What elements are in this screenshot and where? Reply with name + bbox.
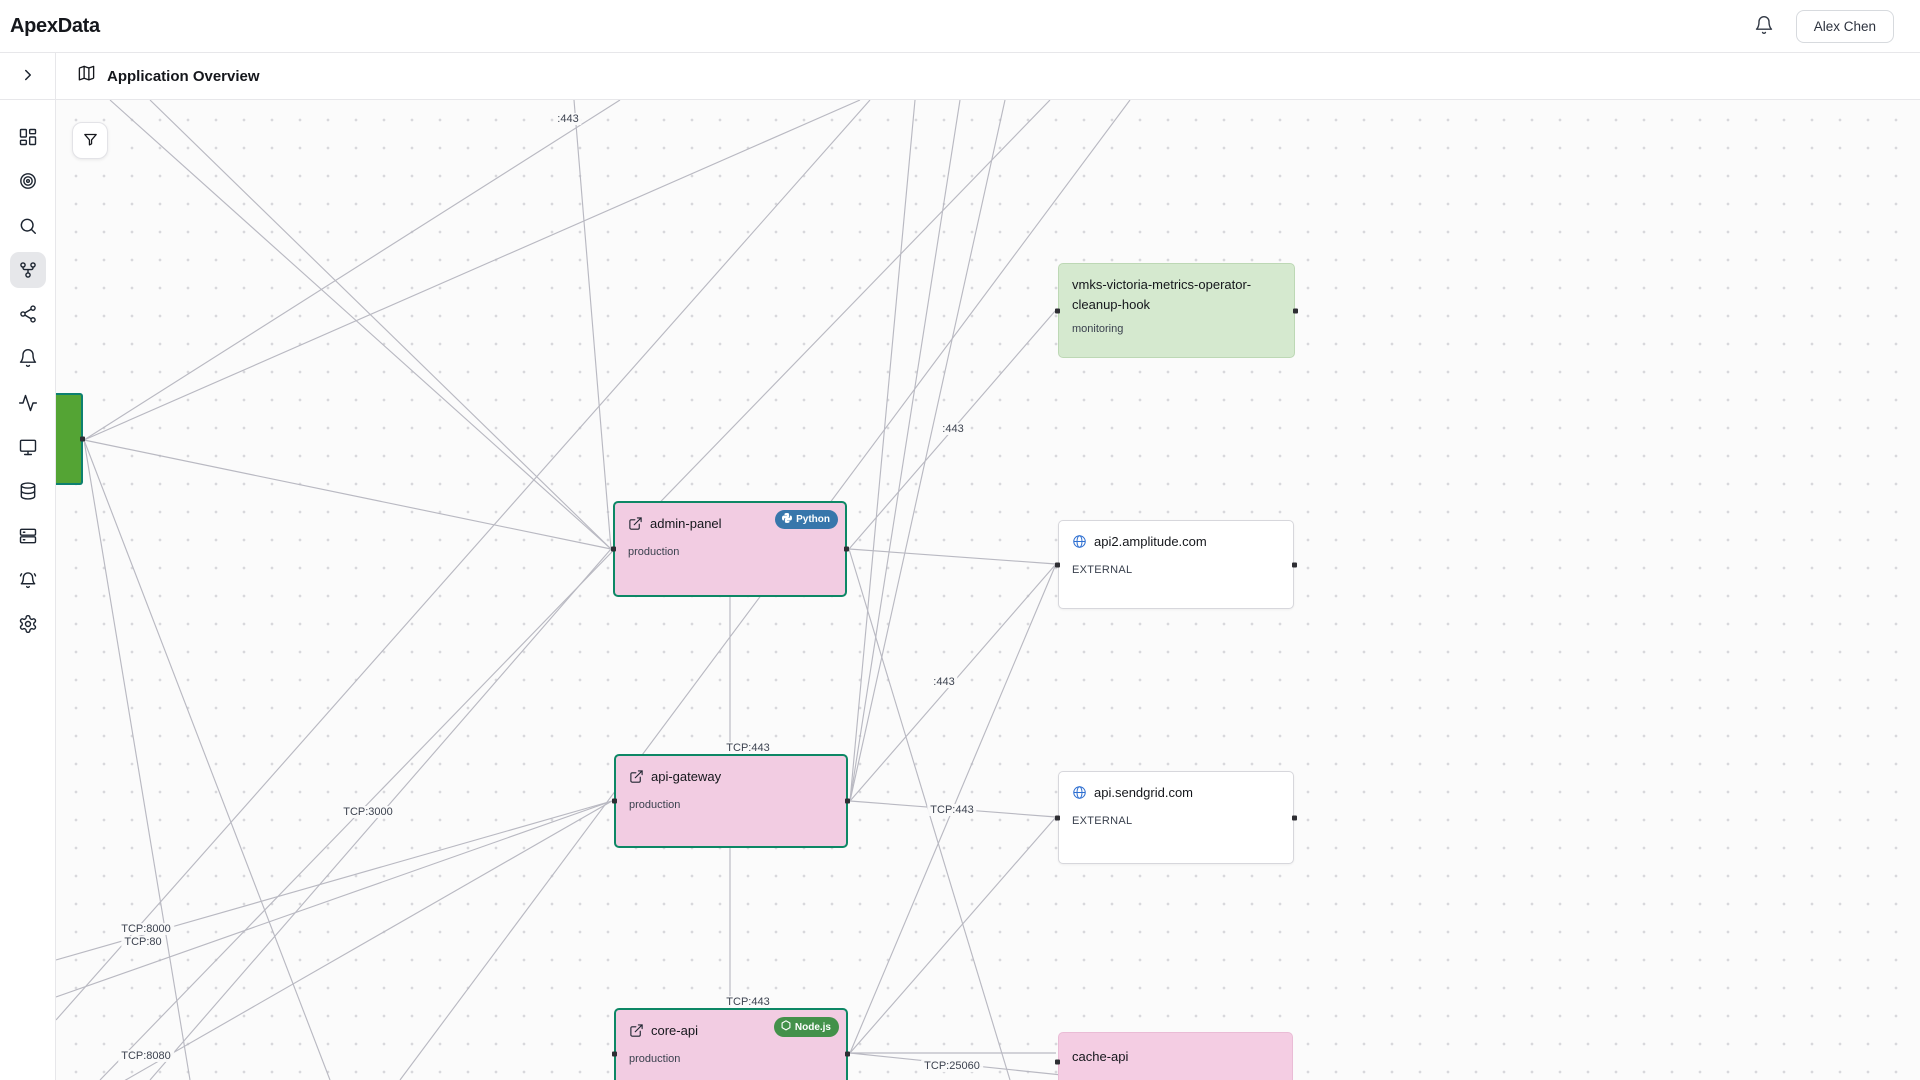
connection-handle <box>1055 815 1060 820</box>
node-type-label: EXTERNAL <box>1072 814 1133 827</box>
globe-icon <box>1072 532 1087 555</box>
badge-label: Node.js <box>794 1021 831 1033</box>
language-badge: Node.js <box>773 1017 839 1037</box>
edge-label: TCP:25060 <box>921 1060 983 1072</box>
page-title: Application Overview <box>107 67 260 85</box>
connection-handle <box>1292 562 1297 567</box>
edge-label: :443 <box>939 423 967 435</box>
sidebar-item-activity[interactable] <box>10 385 46 421</box>
node-partial-green[interactable] <box>56 393 85 485</box>
sidebar-item-topology[interactable] <box>9 251 46 288</box>
database-icon <box>18 481 38 501</box>
connection-handle <box>1292 815 1297 820</box>
top-bar: ApexData Alex Chen <box>0 0 1920 53</box>
edge-label: TCP:443 <box>723 742 773 754</box>
language-badge: Python <box>775 510 838 529</box>
node-namespace: production <box>629 1052 681 1065</box>
node-vmks-victoria-metrics[interactable]: vmks-victoria-metrics-operator-cleanup-h… <box>1055 263 1298 358</box>
globe-icon <box>1072 783 1087 806</box>
sidebar-item-search[interactable] <box>10 208 46 244</box>
sidebar-item-alerts[interactable] <box>10 562 46 598</box>
topology-icon <box>18 260 38 280</box>
node-title: vmks-victoria-metrics-operator-cleanup-h… <box>1072 277 1252 312</box>
node-api-gateway[interactable]: api-gateway production <box>612 754 850 848</box>
node-api-sendgrid[interactable]: api.sendgrid.com EXTERNAL <box>1055 771 1297 864</box>
app-logo: ApexData <box>10 14 100 37</box>
connection-handle <box>1055 308 1060 313</box>
node-title: core-api <box>651 1023 698 1038</box>
node-namespace: production <box>628 545 680 558</box>
node-title: api2.amplitude.com <box>1094 534 1207 549</box>
node-title: api.sendgrid.com <box>1094 785 1193 800</box>
sidebar-item-monitor[interactable] <box>10 429 46 465</box>
bell-icon <box>1754 15 1774 38</box>
sidebar-item-target[interactable] <box>10 163 46 199</box>
dashboard-grid-icon <box>18 127 38 147</box>
connection-handle <box>80 436 85 442</box>
expand-sidebar-button[interactable] <box>17 64 39 89</box>
connection-handle <box>611 546 616 552</box>
monitor-icon <box>18 437 38 457</box>
server-icon <box>18 526 38 546</box>
page-header: Application Overview <box>0 53 1920 100</box>
left-sidebar <box>0 100 56 1080</box>
edge-label: TCP:443 <box>723 996 773 1008</box>
edge-label: TCP:8080 <box>118 1050 174 1062</box>
gear-icon <box>18 614 38 634</box>
sidebar-item-database[interactable] <box>10 473 46 509</box>
sidebar-collapse-cell <box>0 53 56 99</box>
edge-label: TCP:8000 <box>118 923 174 935</box>
external-link-icon <box>629 767 644 790</box>
connection-handle <box>1055 1059 1060 1065</box>
connection-handle <box>844 546 849 552</box>
connection-handle <box>612 798 617 804</box>
connection-handle <box>1055 562 1060 567</box>
sidebar-item-service-map[interactable] <box>10 296 46 332</box>
target-icon <box>18 171 38 191</box>
edge-label: TCP:80 <box>121 936 165 948</box>
bell-icon <box>18 348 38 368</box>
sidebar-item-settings[interactable] <box>10 606 46 642</box>
sidebar-item-server[interactable] <box>10 518 46 554</box>
search-icon <box>18 216 38 236</box>
edge-label: TCP:3000 <box>340 806 396 818</box>
connection-handle <box>845 1051 850 1057</box>
map-icon <box>77 64 96 88</box>
edges-layer <box>56 100 1131 1080</box>
node-namespace: monitoring <box>1072 323 1124 335</box>
notifications-button[interactable] <box>1750 11 1778 42</box>
python-icon <box>782 513 793 526</box>
sidebar-item-notifications[interactable] <box>10 340 46 376</box>
bell-ring-icon <box>18 570 38 590</box>
edge-label: TCP:443 <box>927 804 977 816</box>
edge-label: :443 <box>930 676 958 688</box>
user-menu-button[interactable]: Alex Chen <box>1795 9 1894 43</box>
badge-label: Python <box>796 514 830 525</box>
external-link-icon <box>628 514 643 537</box>
view-head: Application Overview <box>77 53 260 99</box>
node-title: api-gateway <box>651 769 722 784</box>
filter-button[interactable] <box>72 122 108 159</box>
node-type-label: EXTERNAL <box>1072 563 1133 576</box>
node-title: cache-api <box>1072 1049 1129 1064</box>
sidebar-item-dashboard[interactable] <box>10 119 46 155</box>
chevron-right-icon <box>19 66 37 87</box>
connection-handle <box>1293 308 1298 313</box>
connection-handle <box>845 798 850 804</box>
funnel-icon <box>82 131 99 151</box>
connection-handle <box>612 1051 617 1057</box>
node-cache-api[interactable]: cache-api <box>1055 1032 1293 1080</box>
node-namespace: production <box>629 798 681 811</box>
top-bar-actions: Alex Chen <box>1750 9 1894 43</box>
external-link-icon <box>629 1021 644 1044</box>
activity-pulse-icon <box>18 393 38 413</box>
edge-label: :443 <box>554 113 582 125</box>
node-title: admin-panel <box>650 516 722 531</box>
node-core-api[interactable]: Node.js core-api production <box>612 1008 850 1080</box>
nodejs-icon <box>781 1020 791 1034</box>
node-api2-amplitude[interactable]: api2.amplitude.com EXTERNAL <box>1055 520 1297 609</box>
node-admin-panel[interactable]: Python admin-panel production <box>611 501 849 597</box>
share-network-icon <box>18 304 38 324</box>
